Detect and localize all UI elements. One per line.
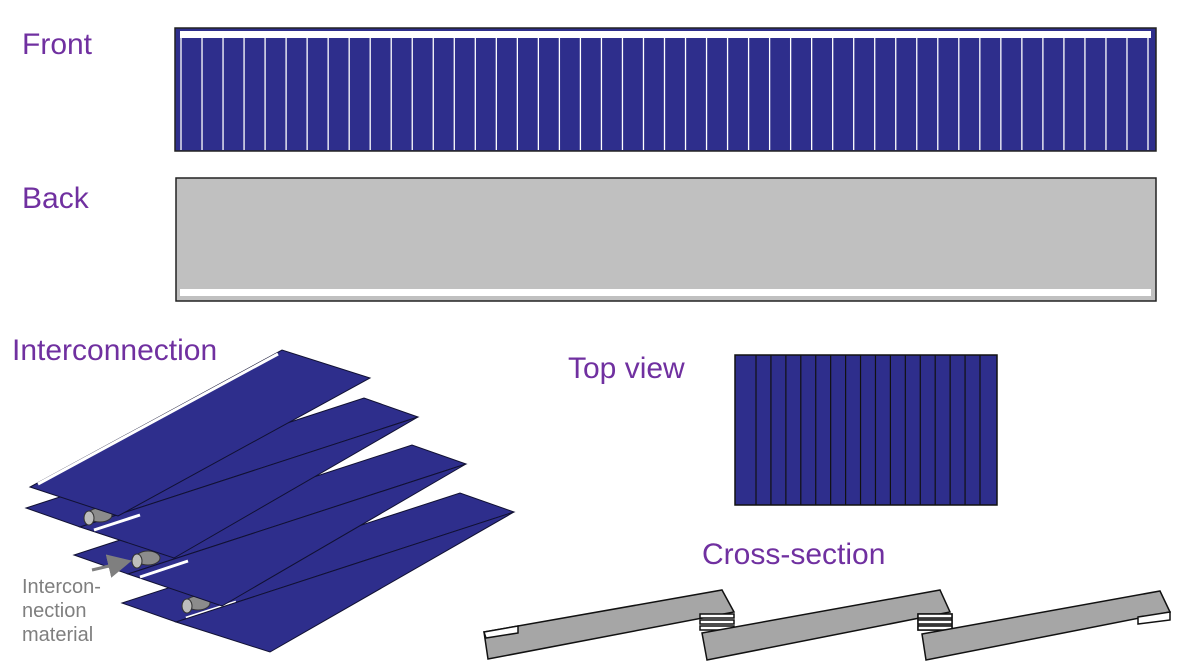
top-view-strip-lines [755, 355, 981, 505]
annotation-line-3: material [22, 624, 94, 646]
interconnection-stack [24, 349, 516, 653]
interconnection-roll-2 [131, 550, 161, 569]
cross-section-shingle-1 [483, 589, 736, 660]
interconnection-label: Interconnection [12, 334, 218, 367]
back-cell [175, 177, 1157, 302]
interconnection-material-annotation: Intercon- nection material [22, 575, 101, 647]
cross-section-shingle-3 [921, 590, 1172, 661]
annotation-line-1: Intercon- [22, 576, 101, 598]
cross-section-label: Cross-section [702, 538, 886, 571]
back-label: Back [22, 182, 89, 215]
shingle-strip-1 [28, 349, 372, 517]
top-view-cell [734, 354, 998, 506]
top-view-label: Top view [568, 352, 685, 385]
front-label: Front [22, 28, 93, 61]
front-cell [174, 27, 1157, 152]
annotation-arrow [91, 554, 132, 578]
annotation-line-2: nection [22, 600, 87, 622]
cross-section-diagram [483, 589, 1172, 661]
cross-section-shingle-2 [701, 589, 953, 661]
front-finger-lines [180, 38, 1149, 150]
